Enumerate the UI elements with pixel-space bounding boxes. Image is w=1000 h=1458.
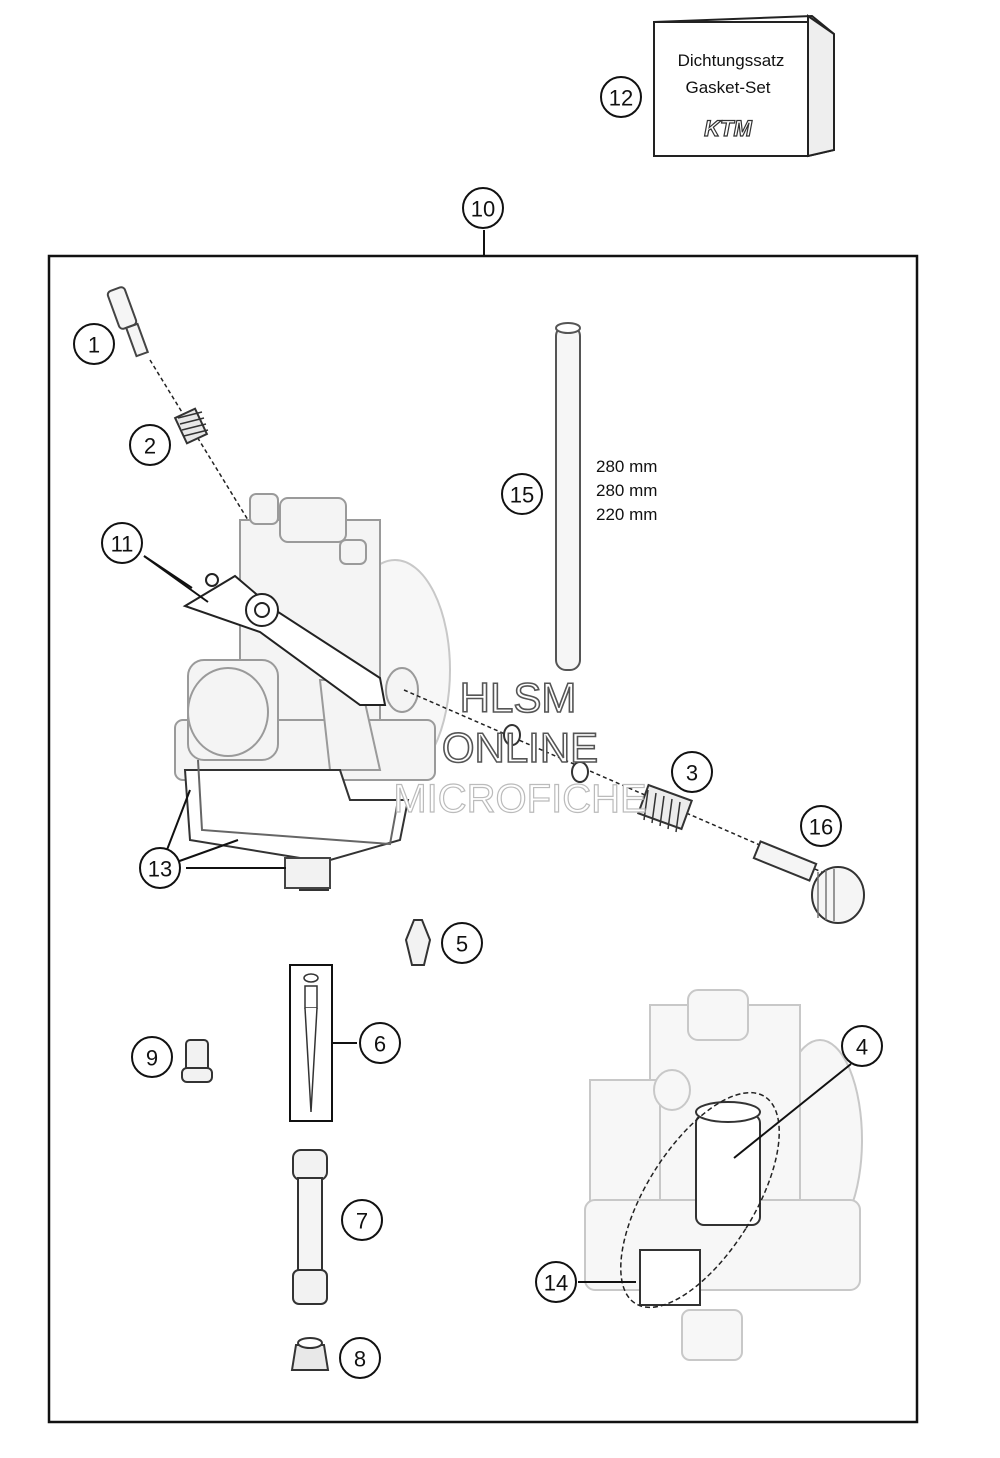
float-needle-5 bbox=[404, 919, 432, 966]
callout-11-label: 11 bbox=[111, 532, 134, 557]
watermark: HLSM ONLINE MICROFICHE bbox=[393, 673, 648, 821]
pilot-jet-9 bbox=[181, 1039, 213, 1083]
idle-screw-16 bbox=[752, 840, 865, 924]
callout-14: 14 bbox=[535, 1261, 577, 1303]
throttle-lever bbox=[182, 573, 387, 706]
callout-12: 12 bbox=[600, 76, 642, 118]
callout-15-label: 15 bbox=[510, 483, 534, 508]
hose-length-1: 280 mm bbox=[596, 457, 657, 476]
callout-12-label: 12 bbox=[609, 86, 633, 111]
callout-13-label: 13 bbox=[148, 857, 172, 882]
watermark-line-3: MICROFICHE bbox=[393, 777, 646, 821]
adjusting-screw-1 bbox=[106, 286, 150, 358]
callout-16: 16 bbox=[800, 805, 842, 847]
spring-3 bbox=[503, 724, 694, 833]
callout-14-label: 14 bbox=[544, 1271, 568, 1296]
callout-2-label: 2 bbox=[144, 434, 156, 459]
callout-9-label: 9 bbox=[146, 1046, 158, 1071]
callout-6: 6 bbox=[359, 1022, 401, 1064]
callout-10-label: 10 bbox=[471, 197, 495, 222]
callout-10: 10 bbox=[462, 187, 504, 229]
carburetor-body-rear-view bbox=[584, 989, 863, 1361]
callout-3: 3 bbox=[671, 751, 713, 793]
spring-2 bbox=[173, 407, 209, 445]
watermark-line-2: ONLINE bbox=[442, 724, 598, 771]
callout-2: 2 bbox=[129, 424, 171, 466]
callout-5: 5 bbox=[441, 922, 483, 964]
callout-3-label: 3 bbox=[686, 761, 698, 786]
gasket-box-title-en: Gasket-Set bbox=[685, 78, 770, 97]
callout-8-label: 8 bbox=[354, 1347, 366, 1372]
callout-8: 8 bbox=[339, 1337, 381, 1379]
callout-13: 13 bbox=[139, 847, 181, 889]
callout-16-label: 16 bbox=[809, 815, 833, 840]
callout-6-label: 6 bbox=[374, 1032, 386, 1057]
callout-4: 4 bbox=[841, 1025, 883, 1067]
needle-jet-7 bbox=[292, 1149, 328, 1305]
callout-9: 9 bbox=[131, 1036, 173, 1078]
callout-4-label: 4 bbox=[856, 1035, 868, 1060]
ktm-logo: KTM bbox=[704, 116, 752, 141]
carburetor-assembly-frame bbox=[47, 254, 919, 1424]
float-bowl-gasket bbox=[183, 759, 410, 891]
carburetor-body bbox=[174, 493, 451, 781]
callout-11: 11 bbox=[101, 522, 143, 564]
hose-length-3: 220 mm bbox=[596, 505, 657, 524]
gasket-set-box: Dichtungssatz Gasket-Set KTM bbox=[653, 14, 835, 158]
main-jet-8 bbox=[290, 1337, 330, 1371]
vent-hose-15 bbox=[555, 322, 581, 671]
callout-7-label: 7 bbox=[356, 1209, 368, 1234]
callout-1-label: 1 bbox=[88, 333, 100, 358]
gasket-box-title-de: Dichtungssatz bbox=[678, 51, 785, 70]
jet-needle-6 bbox=[289, 964, 333, 1122]
callout-15: 15 bbox=[501, 473, 543, 515]
watermark-line-1: HLSM bbox=[460, 674, 577, 721]
callout-1: 1 bbox=[73, 323, 115, 365]
hose-length-2: 280 mm bbox=[596, 481, 657, 500]
callout-5-label: 5 bbox=[456, 932, 468, 957]
callout-7: 7 bbox=[341, 1199, 383, 1241]
